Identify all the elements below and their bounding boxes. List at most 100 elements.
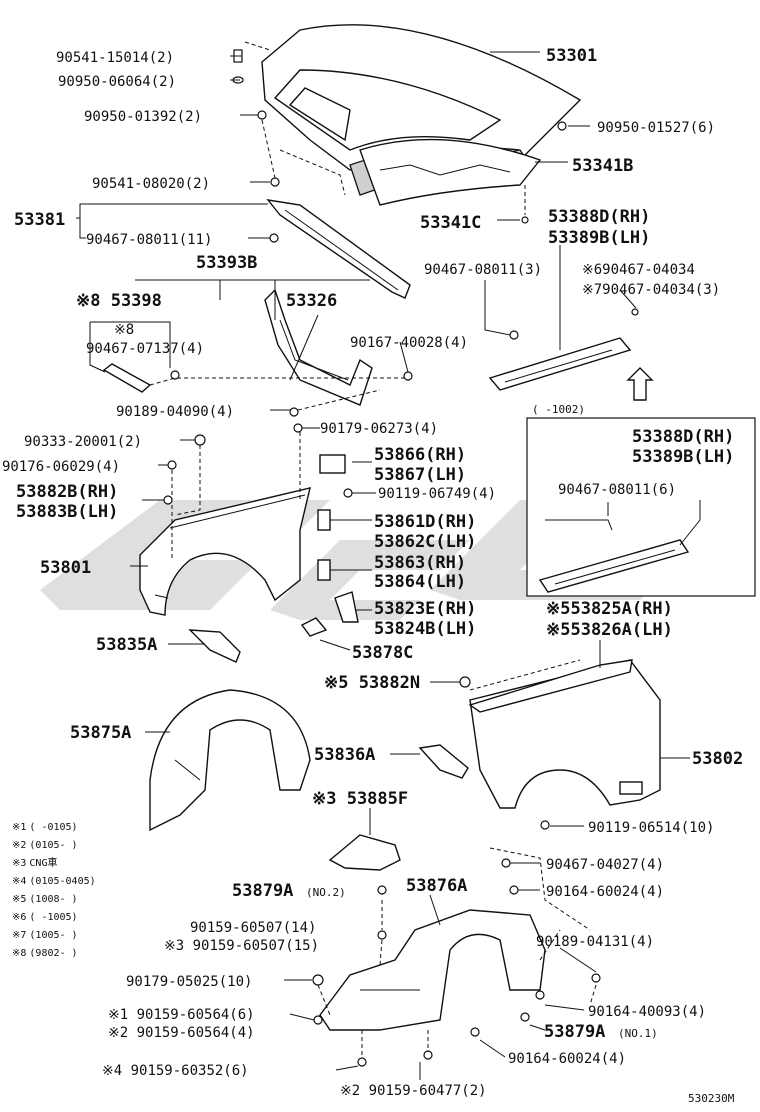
label-90164-60024-a: 90164-60024(4) [546,884,664,900]
label-53878c: 53878C [352,643,413,663]
inset-range: ( -1002) [532,403,585,416]
svg-text:※5(1008- ): ※5(1008- ) [12,894,78,905]
shield-53885f [328,834,401,871]
legend-mark-1: ※1 [12,822,26,833]
inset-53389b: 53389B(LH) [632,447,734,467]
label-90950-06064: 90950-06064(2) [58,74,176,90]
legend-text-1: ( -0105) [29,822,77,833]
label-53836a: 53836A [314,745,375,765]
fender-liner-53876a [319,909,546,1031]
label-53866: 53866(RH) [374,445,466,465]
fasteners [163,49,639,1067]
label-53879a-no2: 53879A [232,881,293,901]
legend-text-5: (1008- ) [29,894,77,905]
label-53381: 53381 [14,210,65,230]
svg-text:※8(9802- ): ※8(9802- ) [12,948,78,959]
figure-code: 530230M [688,1092,735,1105]
label-90119-06514: 90119-06514(10) [588,820,714,836]
label-90467-08011-3: 90467-08011(3) [424,262,542,278]
label-53389b: 53389B(LH) [548,228,650,248]
inset-box [526,417,756,597]
label-53341b: 53341B [572,156,633,176]
label-90189-04090: 90189-04090(4) [116,404,234,420]
hood-insulator-53341b [359,138,542,206]
svg-text:※7(1005- ): ※7(1005- ) [12,930,78,941]
front-fender-53801 [139,487,311,616]
label-53341c: 53341C [420,213,481,233]
label-note8: ※8 [114,322,134,338]
label-note3-90159-60507: ※3 90159-60507(15) [164,938,319,954]
legend-mark-4: ※4 [12,876,26,887]
label-53823e: 53823E(RH) [374,599,476,619]
legend-text-8: (9802- ) [29,948,77,959]
legend-text-7: (1005- ) [29,930,77,941]
label-note2-90159-60477: ※2 90159-60477(2) [340,1083,487,1099]
weatherstrip-53381 [266,199,411,299]
label-53802: 53802 [692,749,743,769]
label-90333-20001: 90333-20001(2) [24,434,142,450]
label-90189-04131: 90189-04131(4) [536,934,654,950]
label-53835a: 53835A [96,635,157,655]
inset-53388d: 53388D(RH) [632,427,734,447]
label-53879a-no1: 53879A [544,1022,605,1042]
bracket-53393b [264,288,373,406]
label-53876a: 53876A [406,876,467,896]
svg-text:※2(0105- ): ※2(0105- ) [12,840,78,851]
label-53301: 53301 [546,46,597,66]
label-90159-60507-14: 90159-60507(14) [190,920,316,936]
label-53824b: 53824B(LH) [374,619,476,639]
label-53801: 53801 [40,558,91,578]
legend-mark-2: ※2 [12,840,26,851]
fender-molding-53825a [468,659,633,713]
label-53863: 53863(RH) [374,553,466,573]
fender-liner-53875a [149,689,311,832]
label-53864: 53864(LH) [374,572,466,592]
svg-text:※4(0105-0405): ※4(0105-0405) [12,876,96,887]
label-53875a: 53875A [70,723,131,743]
callout-labels: 90541-15014(2) 90950-06064(2) 90950-0139… [2,46,743,1099]
legend-mark-6: ※6 [12,912,26,923]
assembly-dashed-lines [149,41,597,1058]
legend-text-6: ( -1005) [29,912,77,923]
legend-text-4: (0105-0405) [29,876,95,887]
label-53867: 53867(LH) [374,465,466,485]
label-53393b: 53393B [196,253,257,273]
fender-brackets [188,454,359,663]
label-90119-06749: 90119-06749(4) [378,486,496,502]
legend-text-2: (0105- ) [29,840,77,851]
label-53861d: 53861D(RH) [374,512,476,532]
svg-text:※6( -1005): ※6( -1005) [12,912,78,923]
label-90167-40028: 90167-40028(4) [350,335,468,351]
hood-seal-53388d [488,337,632,391]
label-90176-06029: 90176-06029(4) [2,459,120,475]
label-note3-53885f: ※3 53885F [312,789,408,809]
label-note4-90159-60352: ※4 90159-60352(6) [102,1063,249,1079]
legend-mark-7: ※7 [12,930,26,941]
leader-lines [76,51,701,1080]
label-note5-53825a: ※553825A(RH) [546,599,673,619]
label-53388d: 53388D(RH) [548,207,650,227]
label-53862c: 53862C(LH) [374,532,476,552]
legend-mark-5: ※5 [12,894,26,905]
label-90164-60024-b: 90164-60024(4) [508,1051,626,1067]
label-90467-04027: 90467-04027(4) [546,857,664,873]
label-no1: (NO.1) [618,1027,658,1040]
support-rod-53398 [102,363,152,393]
label-90467-07137: 90467-07137(4) [86,341,204,357]
label-53326: 53326 [286,291,337,311]
label-note1-90159-60564: ※1 90159-60564(6) [108,1007,255,1023]
label-90179-06273: 90179-06273(4) [320,421,438,437]
label-90950-01527: 90950-01527(6) [597,120,715,136]
label-note7-90467-04034: ※790467-04034(3) [582,282,720,298]
label-90467-08011-11: 90467-08011(11) [86,232,212,248]
label-90950-01392: 90950-01392(2) [84,109,202,125]
label-90541-15014: 90541-15014(2) [56,50,174,66]
label-note6-90467-04034: ※690467-04034 [582,262,695,278]
label-note5-53826a: ※553826A(LH) [546,620,673,640]
label-note5-53882n: ※5 53882N [324,673,420,693]
label-note8-53398: ※8 53398 [76,291,162,311]
